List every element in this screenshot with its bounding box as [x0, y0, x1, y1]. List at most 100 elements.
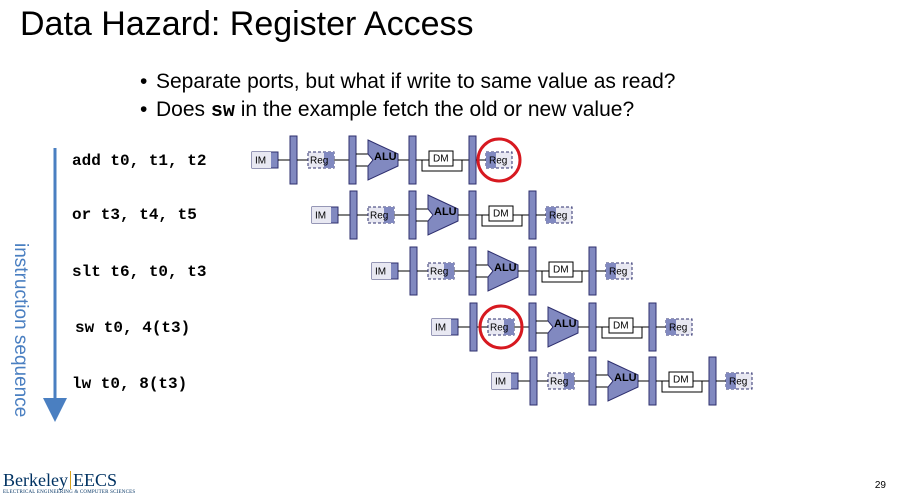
instruction-sw: sw t0, 4(t3)	[75, 319, 191, 337]
pipe-register	[528, 190, 537, 240]
dm-label: DM	[673, 375, 689, 386]
pipe-register	[468, 190, 477, 240]
pipe-register	[348, 135, 357, 185]
im-label: IM	[375, 267, 386, 278]
pipe-register	[708, 356, 717, 406]
im-box-face	[432, 319, 451, 335]
reg-read-label: Reg	[490, 323, 508, 334]
bullet-dot-icon: •	[140, 70, 148, 93]
bypass-wire	[661, 381, 703, 393]
bullet-code: sw	[210, 100, 235, 123]
dm-box	[668, 371, 694, 388]
reg-read-label: Reg	[550, 377, 568, 388]
reg-write-port	[606, 263, 616, 279]
im-label: IM	[495, 377, 506, 388]
reg-read-port	[444, 263, 454, 279]
pipe-register	[468, 246, 477, 296]
im-box-face	[252, 152, 271, 168]
alu-shape	[427, 194, 459, 236]
reg-write-label: Reg	[489, 156, 507, 167]
dm-box	[488, 205, 514, 222]
alu-shape	[487, 250, 519, 292]
alu-label: ALU	[374, 151, 397, 163]
pipe-register	[468, 135, 477, 185]
pipe-register	[588, 246, 597, 296]
dm-box	[428, 150, 454, 167]
highlight-circle-read	[478, 304, 524, 350]
im-label: IM	[315, 211, 326, 222]
reg-write-port	[546, 207, 556, 223]
im-box-face	[312, 207, 331, 223]
reg-write-port	[486, 152, 496, 168]
pipe-register	[408, 135, 417, 185]
pipe-register	[469, 302, 478, 352]
sequence-axis-label: instruction sequence	[10, 243, 31, 418]
im-box-face	[372, 263, 391, 279]
alu-label: ALU	[614, 372, 637, 384]
reg-read-label: Reg	[430, 267, 448, 278]
dm-label: DM	[493, 209, 509, 220]
bullet-item: • Separate ports, but what if write to sa…	[140, 68, 675, 96]
alu-label: ALU	[494, 262, 517, 274]
pipe-register	[408, 190, 417, 240]
pipe-register	[588, 356, 597, 406]
bypass-wire	[541, 271, 583, 283]
reg-read-label: Reg	[370, 211, 388, 222]
reg-write-label: Reg	[609, 267, 627, 278]
bullet-text: Separate ports, but what if write to sam…	[156, 70, 676, 93]
alu-label: ALU	[554, 318, 577, 330]
reg-read-port	[564, 373, 574, 389]
reg-write-port	[726, 373, 736, 389]
pipe-register	[349, 190, 358, 240]
dm-box	[548, 261, 574, 278]
reg-read-label: Reg	[310, 156, 328, 167]
im-box-face	[492, 373, 511, 389]
alu-label: ALU	[434, 206, 457, 218]
pipe-register	[409, 246, 418, 296]
bypass-wire	[421, 160, 463, 172]
reg-write-label: Reg	[669, 323, 687, 334]
pipe-register	[528, 246, 537, 296]
logo-divider	[69, 471, 71, 489]
reg-read-port	[504, 319, 514, 335]
alu-shape	[547, 306, 579, 348]
reg-read-port	[324, 152, 334, 168]
bypass-wire	[601, 327, 643, 339]
im-label: IM	[435, 323, 446, 334]
slide-title: Data Hazard: Register Access	[20, 5, 474, 43]
instruction-lw: lw t0, 8(t3)	[72, 375, 188, 393]
instruction-slt: slt t6, t0, t3	[72, 263, 207, 281]
pipe-register	[648, 302, 657, 352]
bullet-text: Does	[156, 98, 211, 121]
reg-read-port	[384, 207, 394, 223]
reg-write-port	[666, 319, 676, 335]
logo-subtitle: ELECTRICAL ENGINEERING & COMPUTER SCIENC…	[3, 490, 136, 495]
alu-shape	[607, 360, 639, 402]
instruction-or: or t3, t4, t5	[72, 206, 197, 224]
bullet-text: in the example fetch the old or new valu…	[234, 98, 635, 121]
page-number: 29	[874, 480, 886, 491]
bullet-list: • Separate ports, but what if write to sa…	[140, 68, 675, 126]
reg-write-label: Reg	[729, 377, 747, 388]
reg-write-label: Reg	[549, 211, 567, 222]
dm-box	[608, 317, 634, 334]
pipe-register	[529, 356, 538, 406]
logo-name: Berkeley	[3, 470, 68, 490]
pipe-register	[588, 302, 597, 352]
alu-shape	[367, 139, 399, 181]
highlight-circle-writeback	[476, 137, 522, 183]
bullet-item: • Does sw in the example fetch the old or…	[140, 96, 675, 126]
logo-dept: EECS	[72, 470, 117, 490]
dm-label: DM	[433, 154, 449, 165]
im-label: IM	[255, 156, 266, 167]
pipe-register	[648, 356, 657, 406]
bypass-wire	[481, 215, 523, 227]
pipe-register	[528, 302, 537, 352]
dm-label: DM	[613, 321, 629, 332]
dm-label: DM	[553, 265, 569, 276]
instruction-add: add t0, t1, t2	[72, 152, 207, 170]
bullet-dot-icon: •	[140, 98, 148, 121]
pipe-register	[289, 135, 298, 185]
